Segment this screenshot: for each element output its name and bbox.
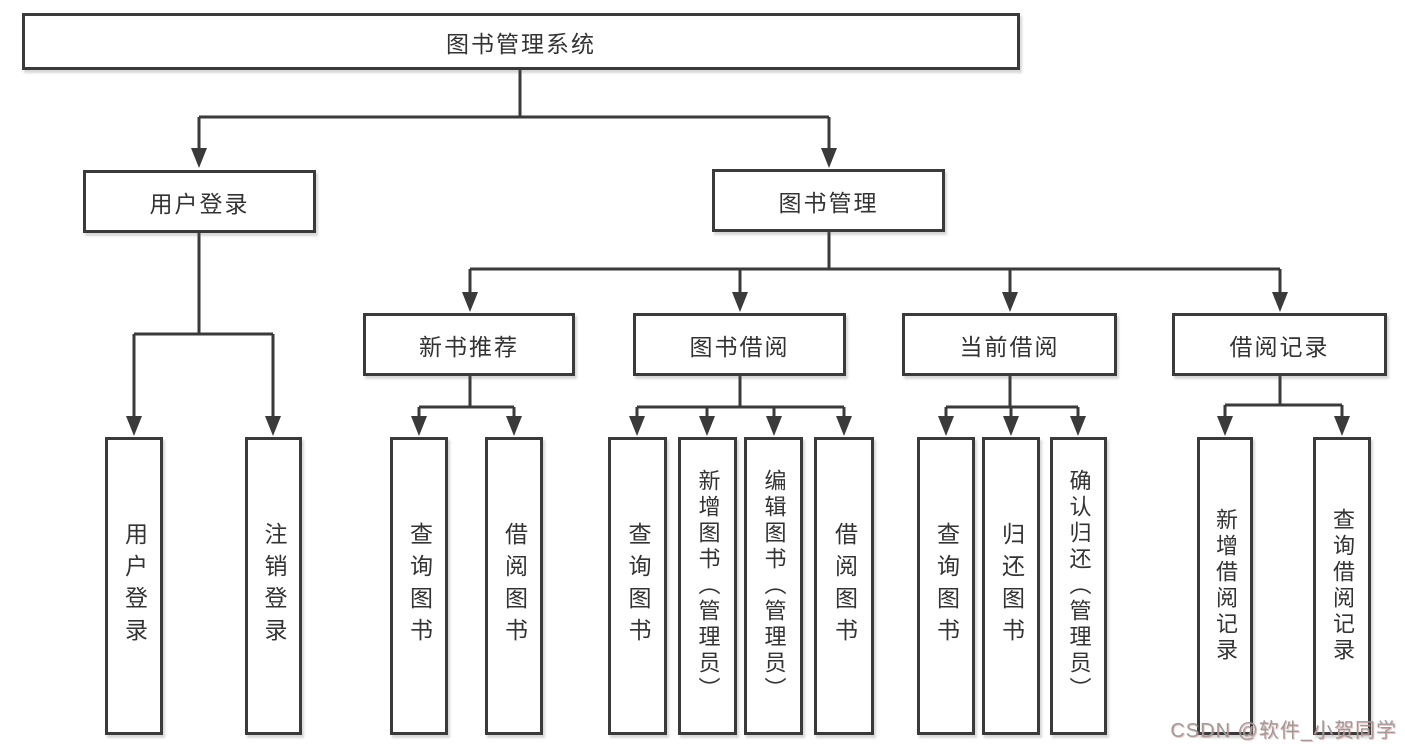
node-book-borrow: 图书借阅	[633, 313, 846, 376]
leaf-current-query-books-label: 查询图书	[933, 522, 960, 650]
leaf-borrow-borrow-books: 借阅图书	[814, 437, 874, 735]
arrowhead	[1002, 292, 1018, 312]
leaf-borrow-query-books: 查询图书	[608, 437, 667, 735]
leaf-borrow-edit-books-admin: 编辑图书（管理员）	[744, 437, 803, 735]
arrowhead	[938, 416, 954, 436]
leaf-current-confirm-return-admin: 确认归还（管理员）	[1050, 437, 1107, 735]
arrowhead	[699, 416, 715, 436]
leaf-rec-query-books-label: 查询图书	[406, 522, 433, 650]
arrowhead	[629, 416, 645, 436]
node-book-management: 图书管理	[712, 169, 945, 232]
arrowhead	[126, 416, 142, 436]
leaf-records-query-record: 查询借阅记录	[1313, 437, 1371, 735]
leaf-borrow-add-books-admin: 新增图书（管理员）	[678, 437, 737, 735]
wire-current-to-leaves	[944, 376, 1080, 420]
leaf-borrow-borrow-books-label: 借阅图书	[831, 522, 858, 650]
leaf-logout: 注销登录	[245, 437, 302, 735]
csdn-watermark: CSDN @软件_小贺同学	[1170, 720, 1397, 742]
arrowheads	[126, 148, 1350, 436]
arrowhead	[732, 292, 748, 312]
arrowhead	[506, 416, 522, 436]
wire-root-to-level2	[197, 68, 831, 152]
leaf-records-query-record-label: 查询借阅记录	[1330, 508, 1355, 664]
arrowhead	[1334, 416, 1350, 436]
node-book-borrow-label: 图书借阅	[689, 333, 790, 360]
wire-records-to-leaves	[1223, 376, 1344, 420]
leaf-current-query-books: 查询图书	[917, 437, 975, 735]
leaf-rec-query-books: 查询图书	[390, 437, 448, 735]
wire-borrow-to-leaves	[635, 376, 846, 420]
leaf-records-add-record-label: 新增借阅记录	[1213, 508, 1238, 664]
leaf-logout-label: 注销登录	[261, 522, 287, 650]
leaf-borrow-query-books-label: 查询图书	[625, 522, 651, 650]
arrowhead	[191, 148, 207, 168]
arrowhead	[1217, 416, 1233, 436]
node-borrow-records: 借阅记录	[1172, 313, 1387, 376]
arrowhead	[766, 416, 782, 436]
node-root-system: 图书管理系统	[22, 13, 1020, 70]
leaf-rec-borrow-books: 借阅图书	[485, 437, 543, 735]
node-user-login-label: 用户登录	[149, 190, 250, 217]
wire-rec-to-leaves	[417, 376, 516, 420]
leaf-borrow-add-books-admin-label: 新增图书（管理员）	[695, 469, 721, 703]
arrowhead	[462, 292, 478, 312]
leaf-user-login: 用户登录	[105, 437, 163, 735]
leaf-records-add-record: 新增借阅记录	[1197, 437, 1253, 735]
arrowhead	[411, 416, 427, 436]
arrowhead	[1070, 416, 1086, 436]
wire-login-to-leaves	[132, 233, 275, 420]
node-current-borrow-label: 当前借阅	[959, 333, 1060, 360]
wire-mgmt-to-level3	[468, 232, 1282, 296]
leaf-rec-borrow-books-label: 借阅图书	[501, 522, 528, 650]
leaf-current-return-books: 归还图书	[982, 437, 1040, 735]
leaf-user-login-label: 用户登录	[121, 522, 148, 650]
leaf-current-return-books-label: 归还图书	[998, 522, 1025, 650]
node-new-book-recommend-label: 新书推荐	[419, 333, 519, 360]
node-user-login: 用户登录	[83, 170, 316, 233]
node-root-label: 图书管理系统	[446, 30, 596, 57]
arrowhead	[265, 416, 281, 436]
node-book-management-label: 图书管理	[778, 189, 879, 216]
leaf-borrow-edit-books-admin-label: 编辑图书（管理员）	[761, 469, 787, 703]
arrowhead	[1272, 292, 1288, 312]
node-current-borrow: 当前借阅	[902, 313, 1117, 376]
node-borrow-records-label: 借阅记录	[1229, 333, 1330, 360]
arrowhead	[821, 148, 837, 168]
node-new-book-recommend: 新书推荐	[363, 313, 575, 376]
arrowhead	[836, 416, 852, 436]
arrowhead	[1003, 416, 1019, 436]
leaf-current-confirm-return-admin-label: 确认归还（管理员）	[1066, 469, 1092, 703]
